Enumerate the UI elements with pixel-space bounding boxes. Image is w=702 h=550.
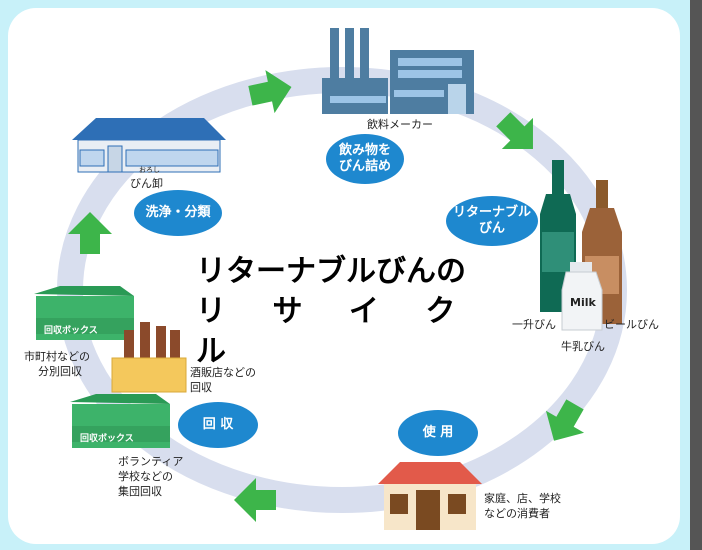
consumer-label-line1: 家庭、店、学校 — [484, 492, 561, 505]
window-edge — [690, 0, 702, 550]
liquor-label-line1: 酒販店などの — [190, 366, 256, 379]
factory-label: 飲料メーカー — [367, 118, 433, 131]
factory-icon — [322, 28, 474, 114]
bubble-collect: 回 収 — [178, 402, 258, 448]
collection-box-upper-icon — [34, 286, 134, 340]
wholesaler-label: びん卸 — [130, 177, 163, 190]
liquor-crate-icon — [111, 322, 187, 393]
arrow-icon — [496, 112, 533, 149]
bubble-wash: 洗浄・分類 — [134, 190, 222, 236]
bubble-fill-line2: びん詰め — [338, 159, 391, 174]
bubble-returnable: リターナブルびん — [446, 196, 538, 246]
bubble-use: 使 用 — [398, 410, 478, 456]
diagram-title-line2: リ サ イ ク ル — [196, 294, 474, 369]
milk-bottle-label: 牛乳びん — [561, 340, 605, 353]
volunteer-label-line1: ボランティア — [118, 455, 184, 468]
city-label-line1: 市町村などの — [24, 350, 90, 363]
diagram-title-line1: リターナブルびんの — [196, 254, 466, 289]
bubble-collect-label: 回 収 — [202, 417, 234, 432]
arrow-icon — [68, 212, 112, 254]
bubble-returnable-line2: びん — [478, 221, 505, 236]
milk-bottle-icon — [561, 262, 603, 331]
volunteer-label-line3: 集団回収 — [118, 485, 162, 498]
arrow-icon — [234, 478, 276, 522]
volunteer-label-line2: 学校などの — [118, 470, 173, 483]
wholesaler-ruby: おろし — [139, 166, 160, 174]
bubble-use-label: 使 用 — [422, 425, 454, 440]
arrow-icon — [545, 399, 585, 441]
box-tag-upper: 回収ボックス — [44, 326, 98, 336]
milk-tag: Milk — [570, 296, 596, 309]
bubble-fill: 飲み物をびん詰め — [326, 134, 404, 184]
wholesaler-building-icon — [72, 118, 226, 173]
box-tag-lower: 回収ボックス — [80, 434, 134, 444]
bubble-fill-line1: 飲み物を — [338, 143, 391, 158]
city-label-line2: 分別回収 — [38, 365, 82, 378]
collection-box-lower-icon — [70, 394, 170, 448]
bubble-returnable-line1: リターナブル — [452, 205, 531, 220]
liquor-label-line2: 回収 — [190, 381, 212, 394]
arrow-icon — [248, 70, 292, 114]
diagram-title: リターナブルびんの リ サ イ ク ル — [196, 252, 496, 372]
bubble-wash-label: 洗浄・分類 — [145, 205, 211, 220]
ichisho-bottle-label: 一升びん — [512, 318, 556, 331]
consumer-house-icon — [378, 462, 482, 530]
consumer-label-line2: などの消費者 — [484, 507, 550, 520]
beer-bottle-label: ビールびん — [604, 318, 659, 331]
